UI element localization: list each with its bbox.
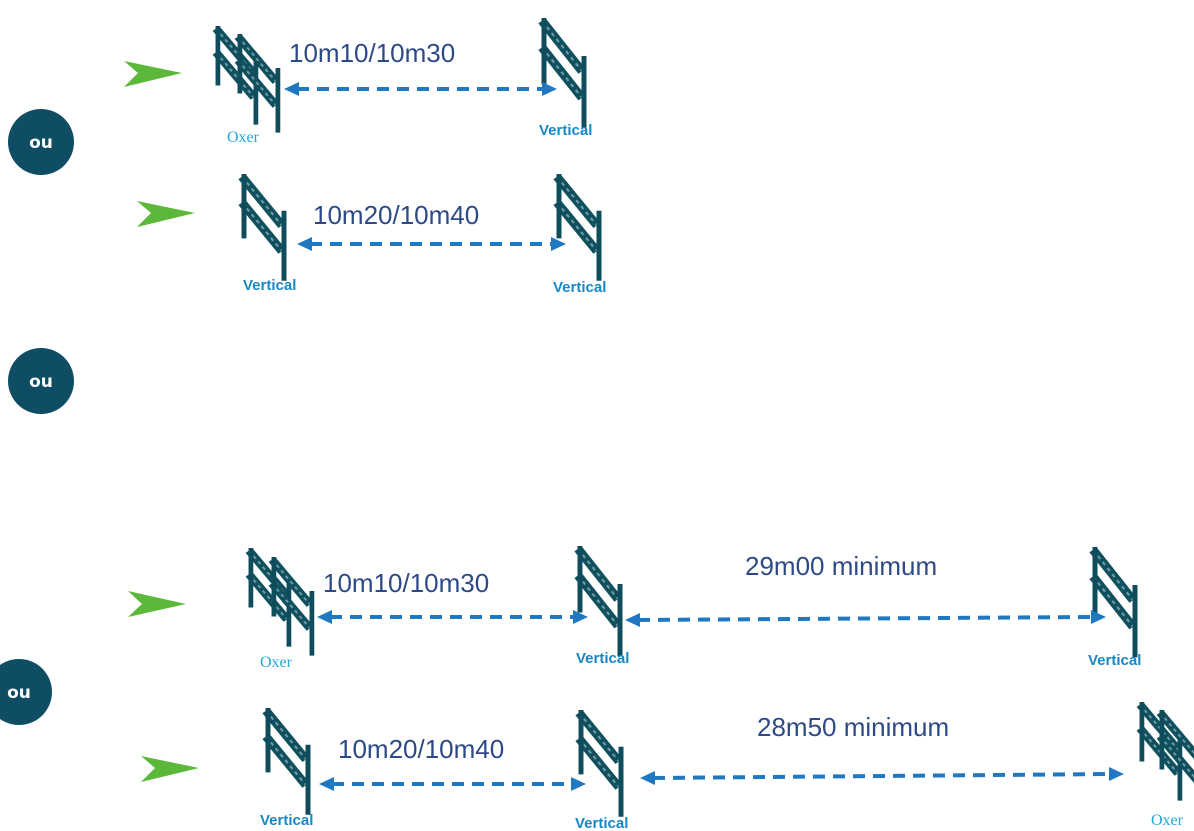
distance-label: 10m20/10m40	[338, 734, 504, 764]
arrow-head-left-icon	[625, 613, 640, 627]
vertical-fence-icon	[579, 710, 621, 817]
obstacle-label: Oxer	[260, 654, 293, 671]
arrow-head-left-icon	[297, 237, 312, 251]
distance-arrow	[637, 615, 1094, 622]
obstacle-label: Vertical	[1088, 652, 1141, 669]
arrow-head-left-icon	[319, 777, 334, 791]
distance-label: 28m50 minimum	[757, 712, 949, 742]
arrow-head-right-icon	[1091, 610, 1106, 624]
ou-badge-label: ou	[7, 683, 31, 703]
distance-arrow	[652, 772, 1112, 780]
combination-row-2: 10m20/10m40 Vertical Vertical	[242, 174, 606, 296]
obstacle-label: Vertical	[575, 815, 628, 831]
pointer-arrow-icon	[137, 201, 195, 227]
ou-badge: ou	[8, 109, 74, 175]
arrow-head-right-icon	[1109, 767, 1124, 781]
pointer-arrow-icon	[124, 61, 182, 87]
ou-badge: ou	[8, 348, 74, 414]
ou-badge-label: ou	[29, 133, 53, 153]
obstacle-label: Vertical	[243, 277, 296, 294]
vertical-fence-icon	[1093, 547, 1135, 657]
arrow-head-right-icon	[571, 777, 586, 791]
obstacle-label: Oxer	[227, 129, 260, 146]
distance-label: 29m00 minimum	[745, 551, 937, 581]
combination-row-4: 10m20/10m40 28m50 minimum Vertical Verti…	[260, 702, 1194, 831]
arrow-head-left-icon	[284, 82, 299, 96]
obstacle-label: Vertical	[539, 122, 592, 139]
ou-badge-label: ou	[29, 372, 53, 392]
ou-badge: ou	[0, 659, 52, 725]
arrow-head-right-icon	[573, 610, 588, 624]
pointer-arrow-icon	[128, 591, 186, 617]
vertical-fence-icon	[242, 174, 284, 281]
arrow-head-right-icon	[551, 237, 566, 251]
combination-row-3: 10m10/10m30 29m00 minimum Oxer Vertical …	[249, 546, 1141, 671]
obstacle-label: Oxer	[1151, 812, 1184, 829]
arrow-head-left-icon	[317, 610, 332, 624]
combination-row-1: 10m10/10m30 Oxer Vertical	[216, 18, 592, 146]
arrow-head-right-icon	[542, 82, 557, 96]
arrow-head-left-icon	[640, 771, 655, 785]
vertical-fence-icon	[266, 708, 308, 815]
vertical-fence-icon	[542, 18, 584, 128]
pointer-arrows	[124, 61, 199, 782]
distance-label: 10m20/10m40	[313, 200, 479, 230]
obstacle-label: Vertical	[576, 650, 629, 667]
vertical-fence-icon	[557, 174, 599, 281]
distance-label: 10m10/10m30	[323, 568, 489, 598]
oxer-fence-icon	[249, 548, 312, 656]
distance-label: 10m10/10m30	[289, 38, 455, 68]
vertical-fence-icon	[578, 546, 620, 656]
pointer-arrow-icon	[141, 756, 199, 782]
obstacle-label: Vertical	[553, 279, 606, 296]
obstacle-label: Vertical	[260, 812, 313, 829]
oxer-fence-icon	[216, 26, 278, 133]
oxer-fence-icon	[1140, 702, 1194, 809]
